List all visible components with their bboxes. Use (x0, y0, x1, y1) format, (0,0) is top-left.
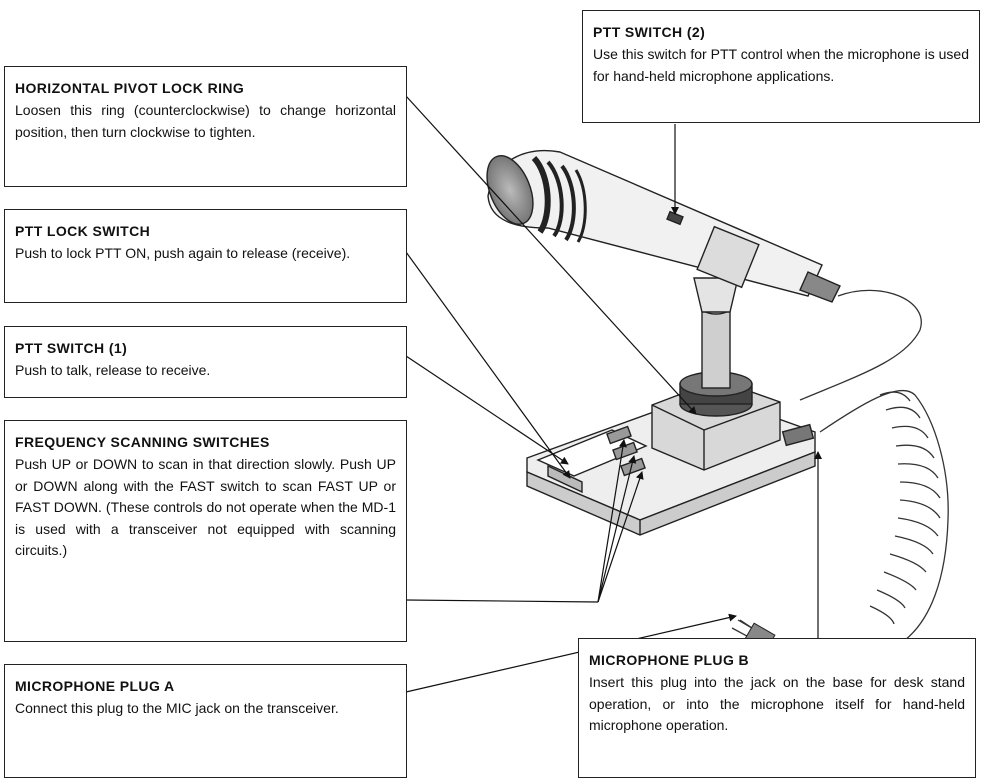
callout-title: HORIZONTAL PIVOT LOCK RING (15, 80, 245, 96)
callout-ptt-switch-1: PTT SWITCH (1) Push to talk, release to … (4, 326, 407, 398)
callout-text: Push to talk, release to receive. (15, 362, 211, 378)
callout-frequency-scanning: FREQUENCY SCANNING SWITCHES Push UP or D… (4, 420, 407, 642)
callout-text: Push to lock PTT ON, push again to relea… (15, 245, 351, 261)
callout-title: PTT SWITCH (2) (593, 24, 706, 40)
callout-title: FREQUENCY SCANNING SWITCHES (15, 434, 270, 450)
callout-title: MICROPHONE PLUG B (589, 652, 750, 668)
callout-text: Use this switch for PTT control when the… (593, 46, 969, 84)
callout-ptt-lock-switch: PTT LOCK SWITCH Push to lock PTT ON, pus… (4, 209, 407, 303)
callout-microphone-plug-b: MICROPHONE PLUG B Insert this plug into … (578, 638, 976, 778)
callout-text: Loosen this ring (counterclockwise) to c… (15, 102, 396, 140)
microphone-icon (486, 150, 841, 303)
desk-base-icon (526, 379, 816, 536)
callout-microphone-plug-a: MICROPHONE PLUG A Connect this plug to t… (4, 664, 407, 778)
callout-ptt-switch-2: PTT SWITCH (2) Use this switch for PTT c… (582, 10, 980, 123)
callout-text: Insert this plug into the jack on the ba… (589, 674, 965, 733)
callout-title: PTT LOCK SWITCH (15, 223, 151, 239)
leader-lines (405, 95, 822, 693)
callout-text: Connect this plug to the MIC jack on the… (15, 700, 339, 716)
callout-title: PTT SWITCH (1) (15, 340, 128, 356)
callout-text: Push UP or DOWN to scan in that directio… (15, 456, 396, 558)
stand-post-icon (679, 250, 753, 417)
mic-cable (799, 289, 922, 401)
callout-title: MICROPHONE PLUG A (15, 678, 175, 694)
callout-pivot-lock-ring: HORIZONTAL PIVOT LOCK RING Loosen this r… (4, 66, 407, 187)
